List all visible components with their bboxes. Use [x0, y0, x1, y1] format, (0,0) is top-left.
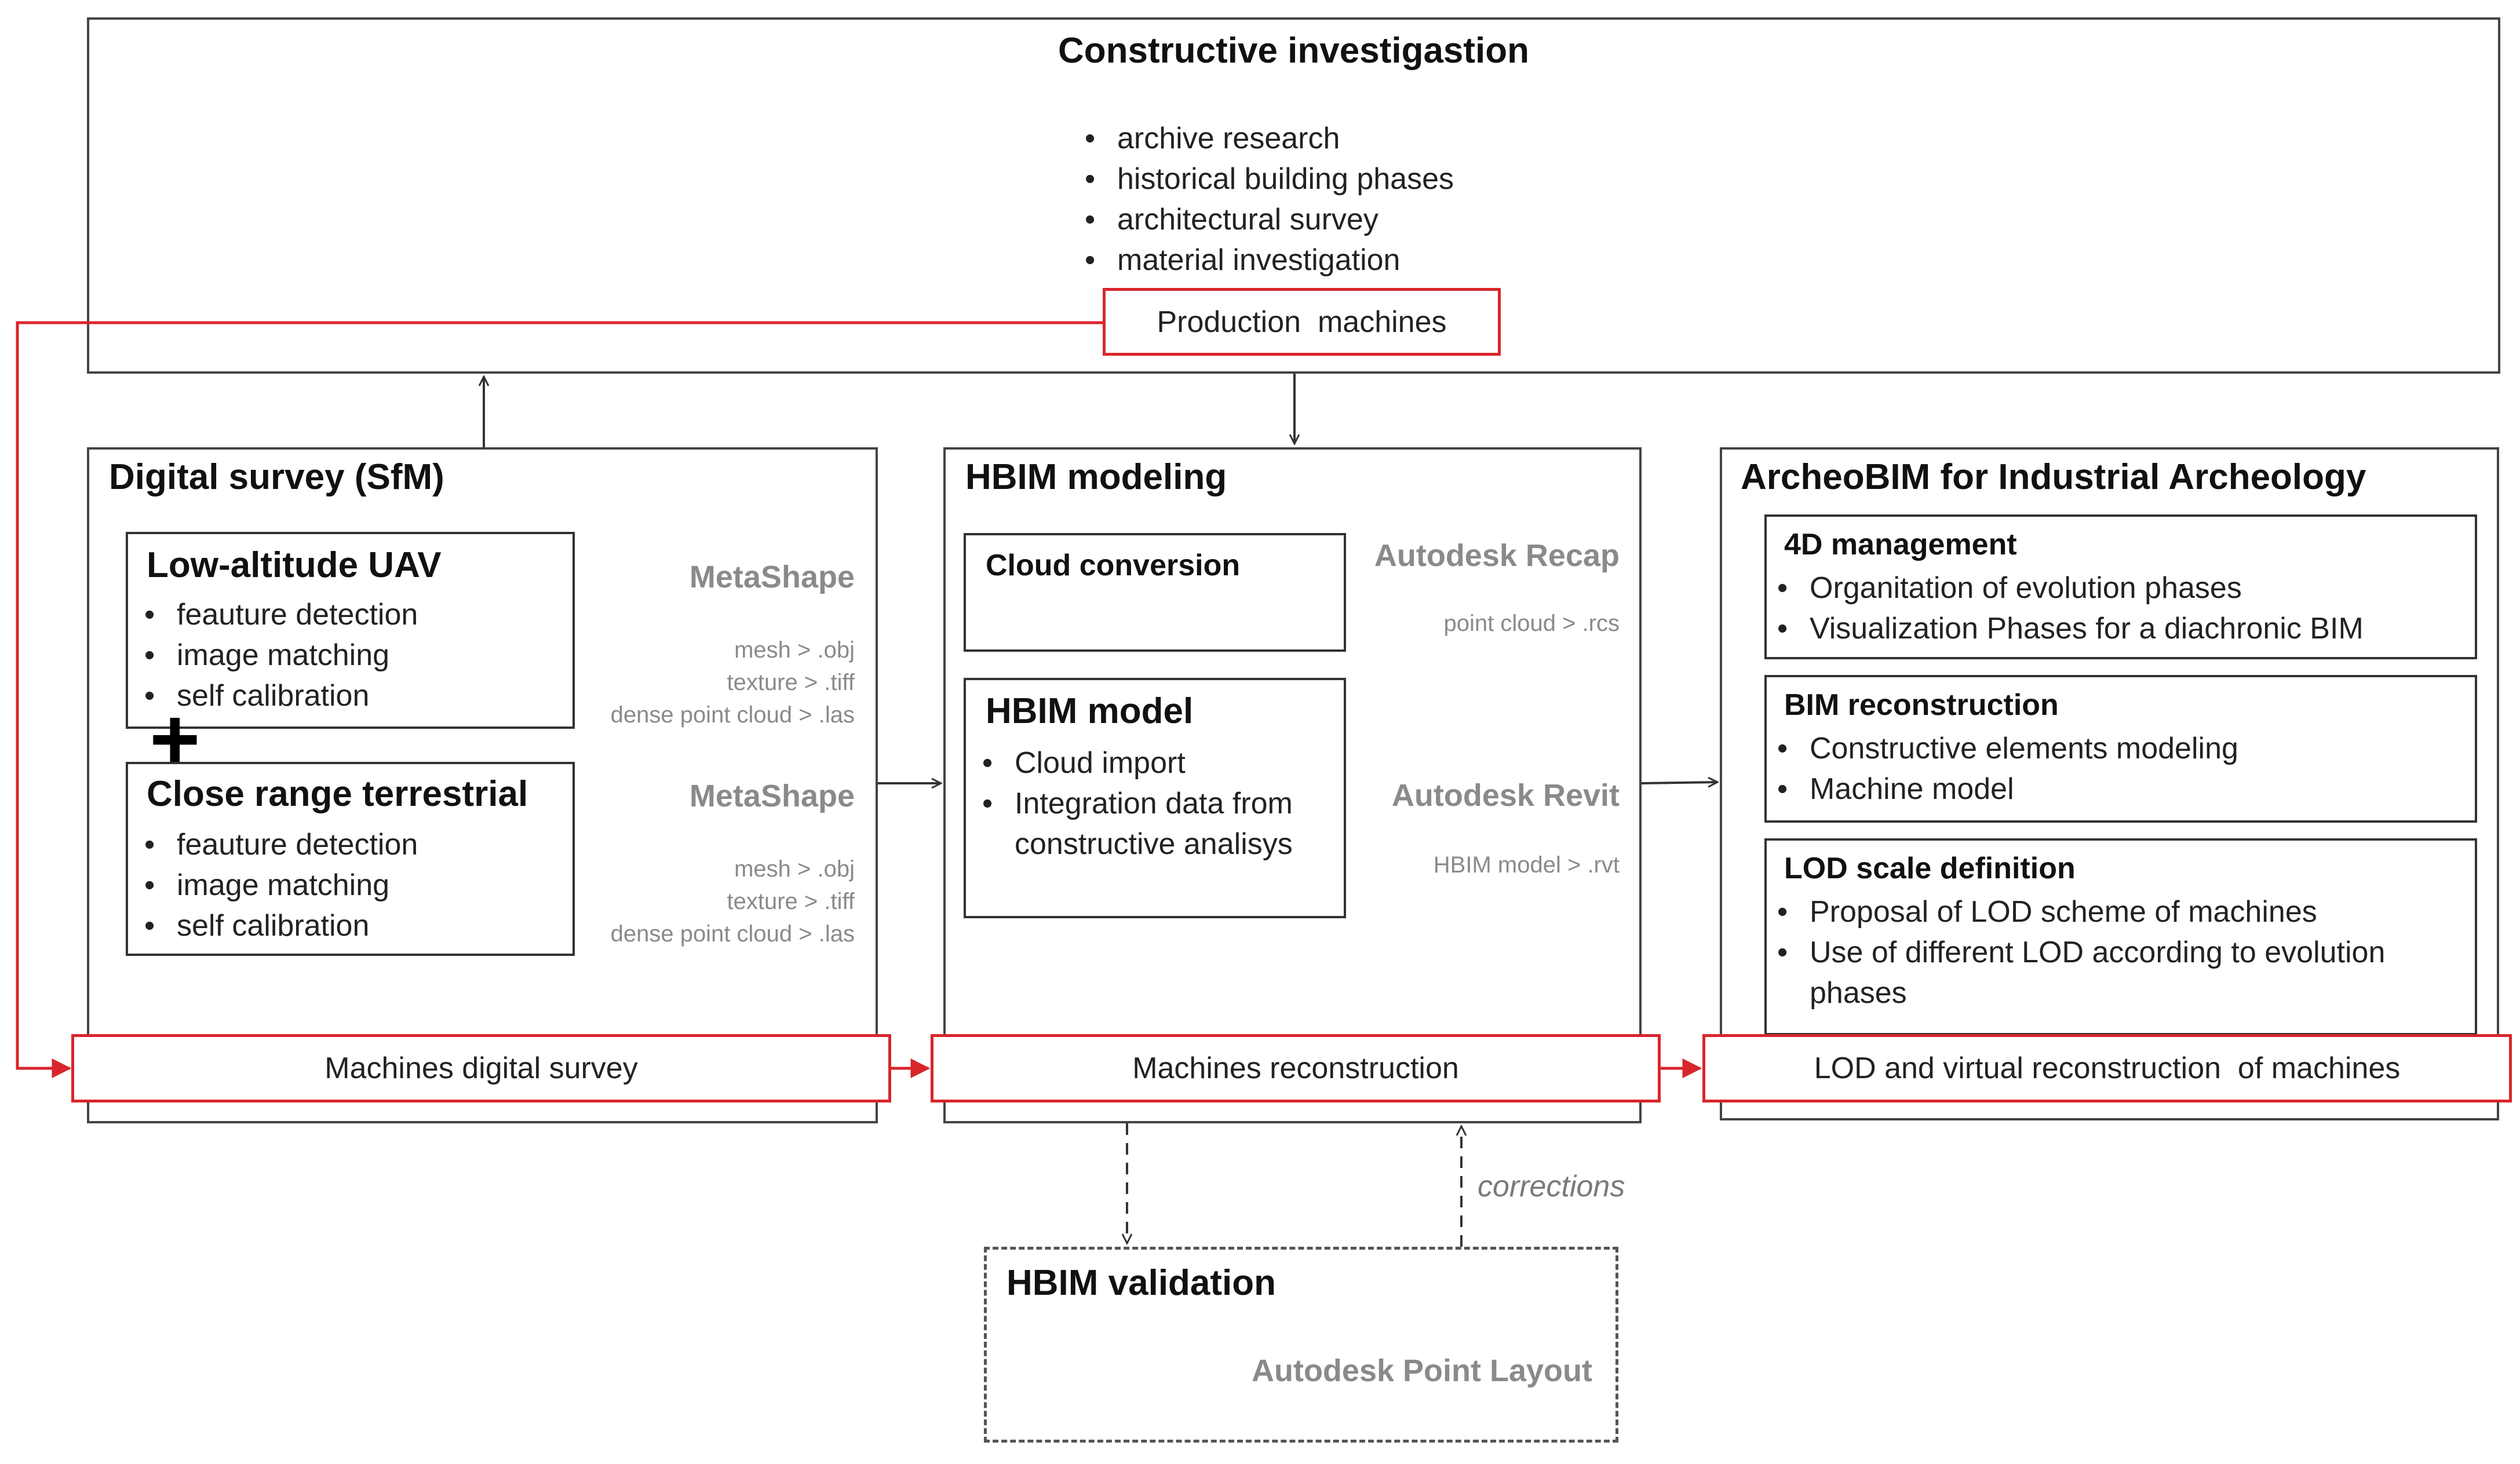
list-item: historical building phases [1074, 159, 1654, 199]
recap-tool-label: Autodesk Recap [1374, 538, 1620, 573]
list-item: self calibration [134, 676, 568, 716]
point-layout-tool-label: Autodesk Point Layout [1251, 1353, 1592, 1388]
list-item: feauture detection [134, 594, 568, 635]
hbim-modeling-title: HBIM modeling [965, 457, 1227, 497]
list-item: Cloud import [972, 743, 1343, 783]
constructive-investigation-title: Constructive investigastion [1057, 31, 1530, 71]
list-item: material investigation [1074, 240, 1654, 280]
terrestrial-formats: mesh > .obj texture > .tiff dense point … [550, 853, 855, 950]
bim-reconstruction-list: Constructive elements modeling Machine m… [1767, 728, 2468, 809]
list-item: image matching [134, 635, 568, 676]
list-item: feauture detection [134, 824, 568, 865]
4d-management-list: Organitation of evolution phases Visuali… [1767, 568, 2468, 649]
hbim-model-box: HBIM model Cloud import Integration data… [964, 678, 1346, 918]
list-item: Organitation of evolution phases [1767, 568, 2468, 608]
arrow-production-to-survey [16, 321, 1103, 1078]
list-item: Visualization Phases for a diachronic BI… [1767, 608, 2468, 649]
list-item: Use of different LOD according to evolut… [1767, 932, 2462, 1013]
format-line: dense point cloud > .las [610, 921, 855, 947]
constructive-investigation-list: archive research historical building pha… [1074, 118, 1654, 280]
digital-survey-title: Digital survey (SfM) [109, 457, 444, 497]
terrestrial-title: Close range terrestrial [147, 774, 528, 814]
hbim-validation-box: HBIM validation Autodesk Point Layout [984, 1247, 1618, 1443]
list-item: archive research [1074, 118, 1654, 159]
lod-scale-box: LOD scale definition Proposal of LOD sch… [1764, 838, 2477, 1035]
hbim-model-list: Cloud import Integration data from const… [972, 743, 1343, 864]
production-machines-box: Production machines [1103, 288, 1501, 356]
bim-reconstruction-title: BIM reconstruction [1784, 688, 2059, 722]
lod-scale-list: Proposal of LOD scheme of machines Use o… [1767, 892, 2462, 1013]
4d-management-title: 4D management [1784, 528, 2017, 561]
list-item: self calibration [134, 906, 568, 946]
revit-format: HBIM model > .rvt [1433, 852, 1620, 878]
archeobim-title: ArcheoBIM for Industrial Archeology [1741, 457, 2366, 497]
terrestrial-box: Close range terrestrial feauture detecti… [126, 762, 575, 956]
lod-scale-title: LOD scale definition [1784, 852, 2076, 885]
list-item: Constructive elements modeling [1767, 728, 2468, 769]
uav-tool-label: MetaShape [689, 560, 855, 594]
list-item: Proposal of LOD scheme of machines [1767, 892, 2462, 932]
format-line: texture > .tiff [727, 670, 855, 695]
recap-format: point cloud > .rcs [1443, 611, 1620, 636]
bim-reconstruction-box: BIM reconstruction Constructive elements… [1764, 675, 2477, 823]
uav-formats: mesh > .obj texture > .tiff dense point … [550, 634, 855, 731]
format-line: dense point cloud > .las [610, 702, 855, 728]
corrections-label: corrections [1478, 1170, 1625, 1203]
list-item: architectural survey [1074, 199, 1654, 240]
list-item: image matching [134, 865, 568, 906]
format-line: mesh > .obj [734, 856, 855, 882]
arrow-hbim-to-archeobim [1641, 782, 1717, 783]
uav-box: Low-altitude UAV feauture detection imag… [126, 532, 575, 729]
list-item: Machine model [1767, 769, 2468, 809]
revit-tool-label: Autodesk Revit [1391, 778, 1620, 813]
list-item: Integration data from constructive anali… [972, 783, 1343, 864]
uav-list: feauture detection image matching self c… [134, 594, 568, 716]
format-line: texture > .tiff [727, 889, 855, 914]
hbim-model-title: HBIM model [986, 691, 1194, 731]
terrestrial-tool-label: MetaShape [689, 779, 855, 813]
terrestrial-list: feauture detection image matching self c… [134, 824, 568, 946]
lod-virtual-reconstruction-box: LOD and virtual reconstruction of machin… [1702, 1034, 2512, 1102]
format-line: mesh > .obj [734, 637, 855, 663]
machines-digital-survey-box: Machines digital survey [71, 1034, 891, 1102]
machines-reconstruction-box: Machines reconstruction [931, 1034, 1661, 1102]
hbim-validation-title: HBIM validation [1006, 1263, 1277, 1303]
cloud-conversion-title: Cloud conversion [986, 549, 1241, 582]
4d-management-box: 4D management Organitation of evolution … [1764, 514, 2477, 659]
cloud-conversion-box: Cloud conversion [964, 533, 1346, 652]
uav-title: Low-altitude UAV [147, 545, 442, 585]
